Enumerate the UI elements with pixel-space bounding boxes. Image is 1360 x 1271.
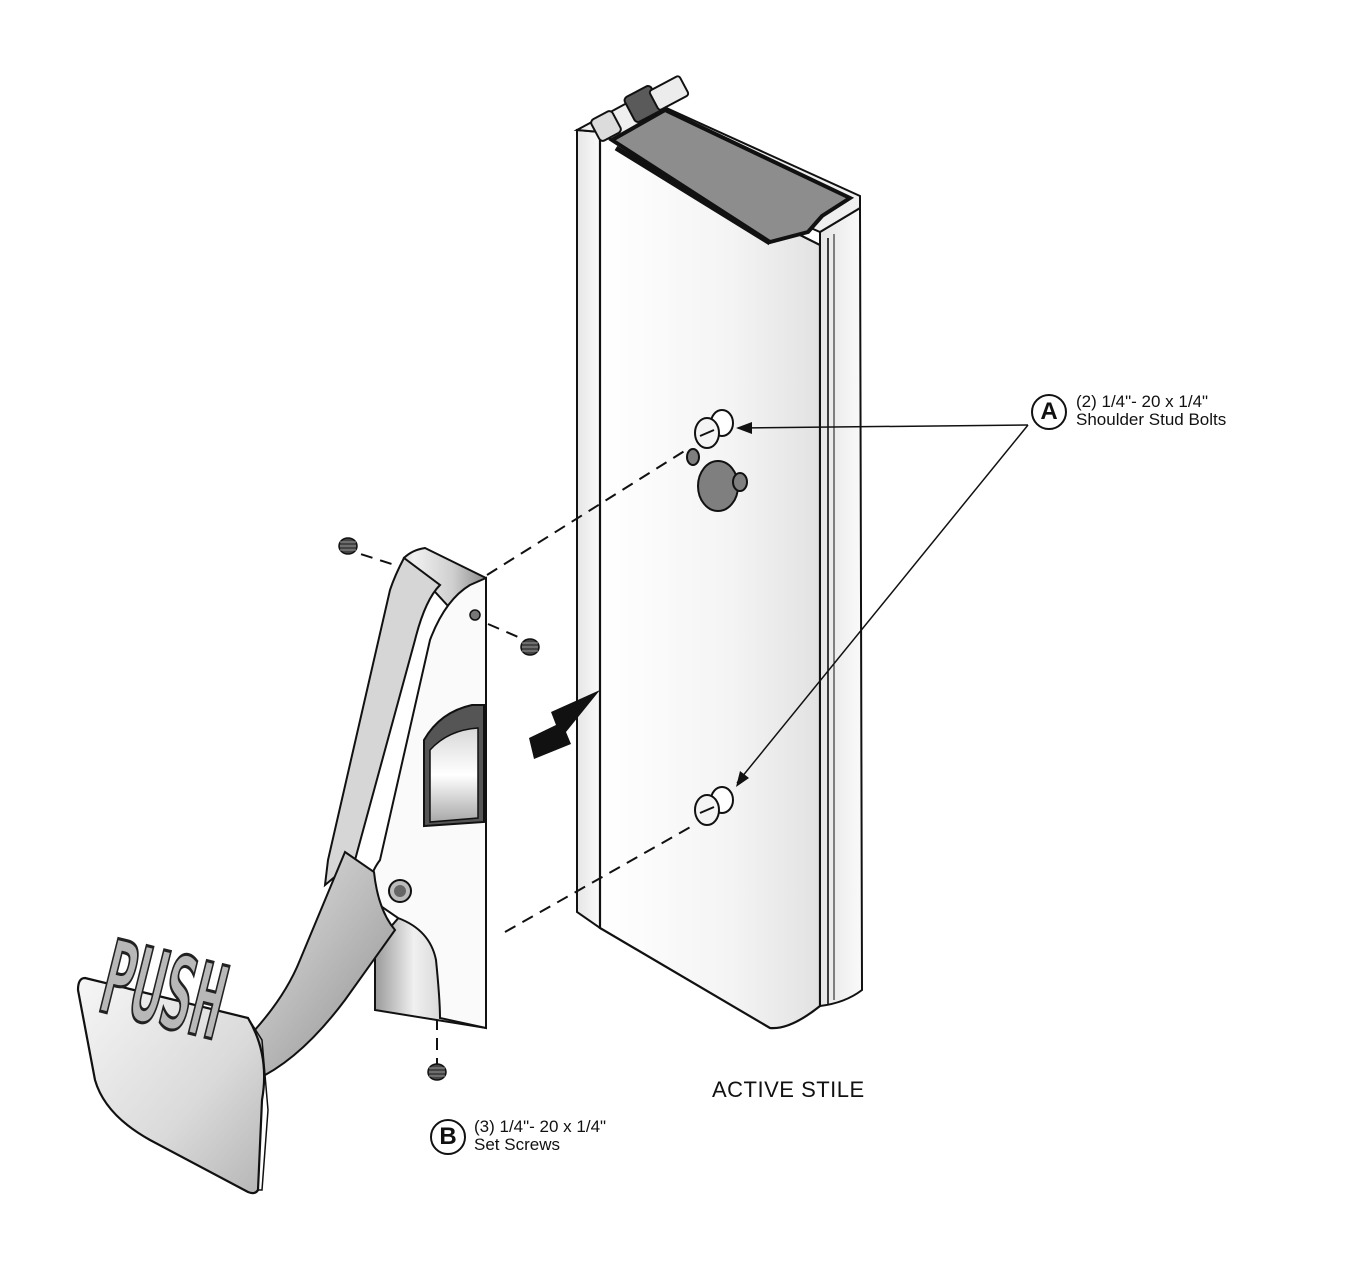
callout-b-line2: Set Screws — [474, 1135, 560, 1154]
stile-mounting-hole-small-1 — [732, 472, 748, 492]
paddle-push-label: PUSH — [90, 919, 238, 1064]
active-stile — [573, 75, 864, 1030]
stile-top-opening — [608, 107, 855, 245]
shoulder-stud-bolt-lower — [694, 786, 734, 826]
insert-direction-arrow — [529, 690, 600, 759]
callout-b-badge: B — [430, 1119, 466, 1155]
stile-right-edge — [819, 206, 864, 1008]
set-screw-bottom — [427, 1063, 447, 1081]
callout-a-badge: A — [1031, 394, 1067, 430]
stile-mounting-hole-large — [697, 460, 739, 512]
stile-left-side — [576, 128, 601, 930]
stile-profile-tab-1 — [590, 110, 622, 142]
stile-mounting-hole-small-2 — [686, 448, 700, 466]
callout-b-line1: (3) 1/4"- 20 x 1/4" — [474, 1117, 607, 1136]
plate-screw-hole-upper — [469, 609, 481, 621]
arrowhead-upper — [736, 422, 752, 434]
arrowhead-lower — [736, 771, 749, 787]
paddle-arm — [223, 850, 397, 1082]
set-screw-top — [338, 537, 358, 555]
callout-a-leaders — [736, 424, 1029, 784]
active-stile-label: ACTIVE STILE — [712, 1077, 865, 1102]
set-screw-side — [520, 638, 540, 656]
callout-a-line1: (2) 1/4"- 20 x 1/4" — [1076, 392, 1209, 411]
push-paddle-assembly: PUSH — [76, 546, 487, 1195]
stile-front-face — [598, 129, 822, 1030]
shoulder-stud-bolt-upper — [694, 409, 734, 449]
callout-a-line2: Shoulder Stud Bolts — [1076, 410, 1227, 429]
